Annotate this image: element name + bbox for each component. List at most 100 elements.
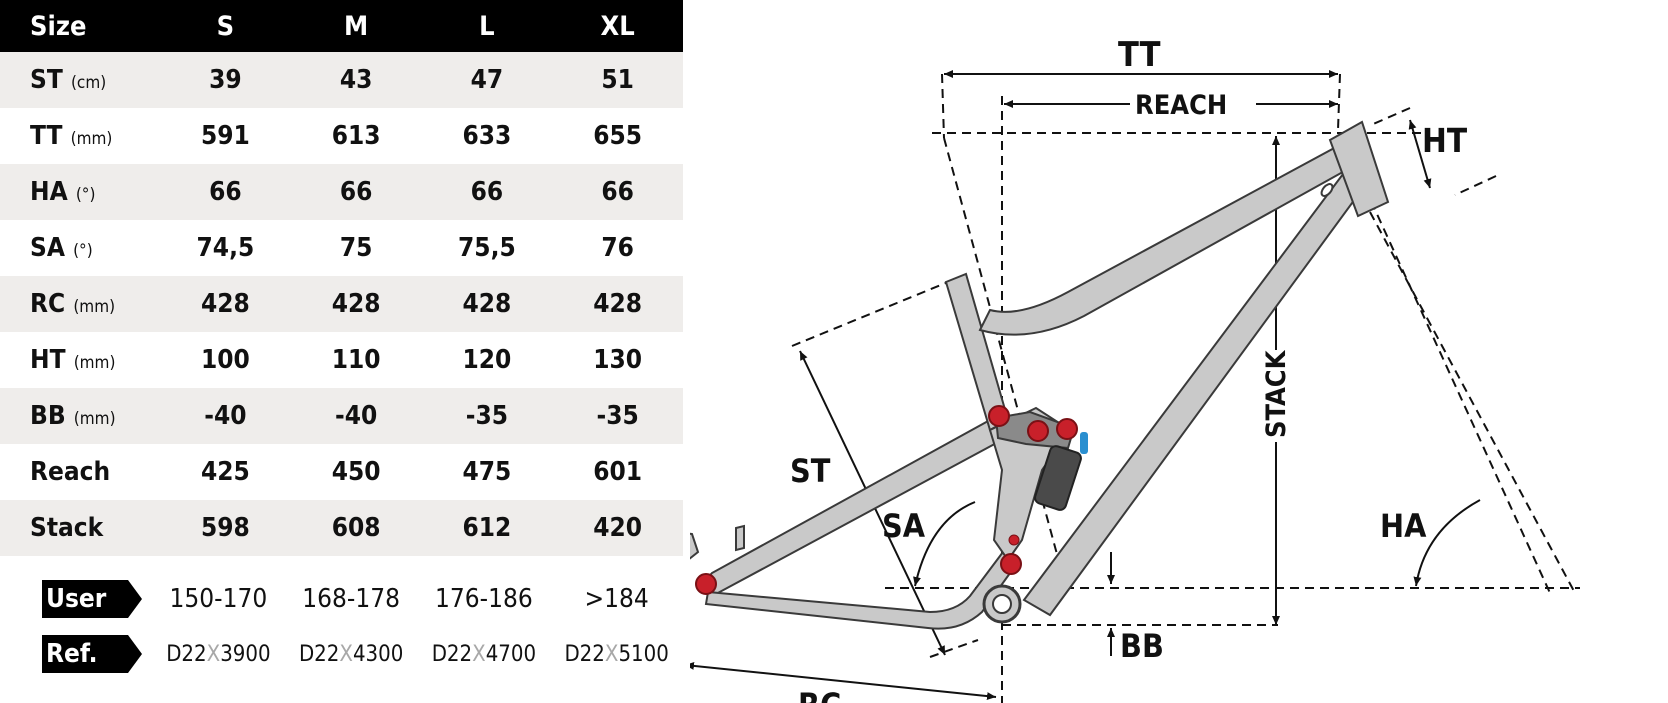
row-label: Stack — [0, 500, 160, 556]
row-label: RC (mm) — [0, 276, 160, 332]
table-row: BB (mm) -40 -40 -35 -35 — [0, 388, 683, 444]
row-label-text: BB — [30, 401, 66, 431]
table-cell: 428 — [200, 289, 250, 319]
row-label-text: HA — [30, 177, 68, 207]
row-label-text: Stack — [30, 513, 104, 543]
user-range: >184 — [584, 584, 649, 614]
table-cell: 633 — [462, 121, 512, 151]
table-cell: 428 — [462, 289, 512, 319]
dimension-lines — [690, 70, 1481, 701]
table-cell: 130 — [593, 345, 643, 375]
st-label: ST — [790, 452, 831, 490]
table-cell: 51 — [601, 65, 634, 95]
table-cell: -35 — [596, 401, 639, 431]
reach-label: REACH — [1135, 90, 1227, 121]
header-size-l: L — [421, 0, 553, 52]
table-cell: 601 — [593, 457, 643, 487]
pivot-bolt — [1000, 553, 1022, 575]
bike-frame — [690, 120, 1390, 630]
row-unit: (mm) — [73, 297, 116, 317]
stack-label: STACK — [1261, 349, 1292, 438]
ref-tag: Ref. — [42, 635, 142, 673]
row-unit: (mm) — [73, 409, 116, 429]
ref-code-part: X — [339, 641, 353, 667]
table-cell: 425 — [200, 457, 250, 487]
ref-code: D22X5100 — [550, 642, 683, 667]
row-label-text: ST — [30, 65, 63, 95]
ref-code: D22X4700 — [418, 642, 551, 667]
user-range: 150-170 — [169, 584, 268, 614]
row-label: SA (°) — [0, 220, 160, 276]
rear-shock — [1034, 445, 1082, 511]
table-row: TT (mm) 591 613 633 655 — [0, 108, 683, 164]
ref-code-part: 5100 — [618, 641, 669, 667]
table-cell: 655 — [593, 121, 643, 151]
shock-accent — [1080, 432, 1088, 454]
table-cell: -40 — [204, 401, 247, 431]
row-unit: (mm) — [70, 129, 113, 149]
row-label: HT (mm) — [0, 332, 160, 388]
table-cell: 43 — [339, 65, 373, 95]
pivot-bolts — [695, 405, 1078, 595]
row-label: HA (°) — [0, 164, 160, 220]
user-tag: User — [42, 580, 142, 618]
ref-code-part: X — [472, 641, 486, 667]
table-cell: 66 — [601, 177, 634, 207]
row-label: ST (cm) — [0, 52, 160, 108]
sa-label: SA — [882, 507, 926, 545]
row-label: Reach — [0, 444, 160, 500]
table-cell: 428 — [331, 289, 381, 319]
table-cell: 39 — [209, 65, 242, 95]
ref-code-part: 4300 — [352, 641, 404, 667]
header-size-m: M — [290, 0, 422, 52]
table-cell: 608 — [331, 513, 381, 543]
row-label-text: RC — [30, 289, 66, 319]
ha-label: HA — [1380, 507, 1427, 545]
table-cell: 75 — [339, 233, 373, 263]
table-cell: -35 — [465, 401, 508, 431]
table-cell: 591 — [200, 121, 250, 151]
bb-label: BB — [1120, 627, 1164, 665]
ref-code-part: D22 — [431, 641, 473, 667]
table-cell: -40 — [334, 401, 378, 431]
ref-code-part: D22 — [564, 641, 605, 667]
ref-code-part: X — [206, 641, 221, 667]
table-cell: 66 — [470, 177, 504, 207]
table-cell: 120 — [462, 345, 512, 375]
pivot-bolt — [988, 405, 1010, 427]
ht-label: HT — [1422, 121, 1468, 160]
pivot-bolt — [1008, 534, 1020, 546]
row-label-text: TT — [30, 121, 63, 151]
ref-code-part: 3900 — [220, 641, 271, 667]
pivot-bolt — [695, 573, 717, 595]
row-label-text: HT — [30, 345, 66, 375]
table-cell: 613 — [331, 121, 381, 151]
header-size-label: Size — [0, 0, 160, 52]
table-cell: 100 — [200, 345, 250, 375]
table-cell: 74,5 — [196, 233, 255, 263]
table-cell: 612 — [462, 513, 512, 543]
row-label-text: Reach — [30, 457, 111, 487]
row-label: BB (mm) — [0, 388, 160, 444]
row-unit: (°) — [75, 185, 96, 205]
user-range: 168-178 — [302, 584, 400, 614]
row-unit: (cm) — [70, 73, 107, 93]
table-cell: 66 — [339, 177, 373, 207]
ref-code: D22X3900 — [152, 642, 285, 667]
table-cell: 76 — [601, 233, 634, 263]
table-header-row: Size S M L XL — [0, 0, 683, 52]
table-cell: 450 — [331, 457, 381, 487]
bike-geometry-diagram: TT REACH HT STACK ST SA HA BB RC — [690, 35, 1580, 703]
table-cell: 420 — [593, 513, 643, 543]
user-range: 176-186 — [435, 584, 533, 614]
ref-code-part: 4700 — [485, 641, 537, 667]
header-size-s: S — [160, 0, 291, 52]
